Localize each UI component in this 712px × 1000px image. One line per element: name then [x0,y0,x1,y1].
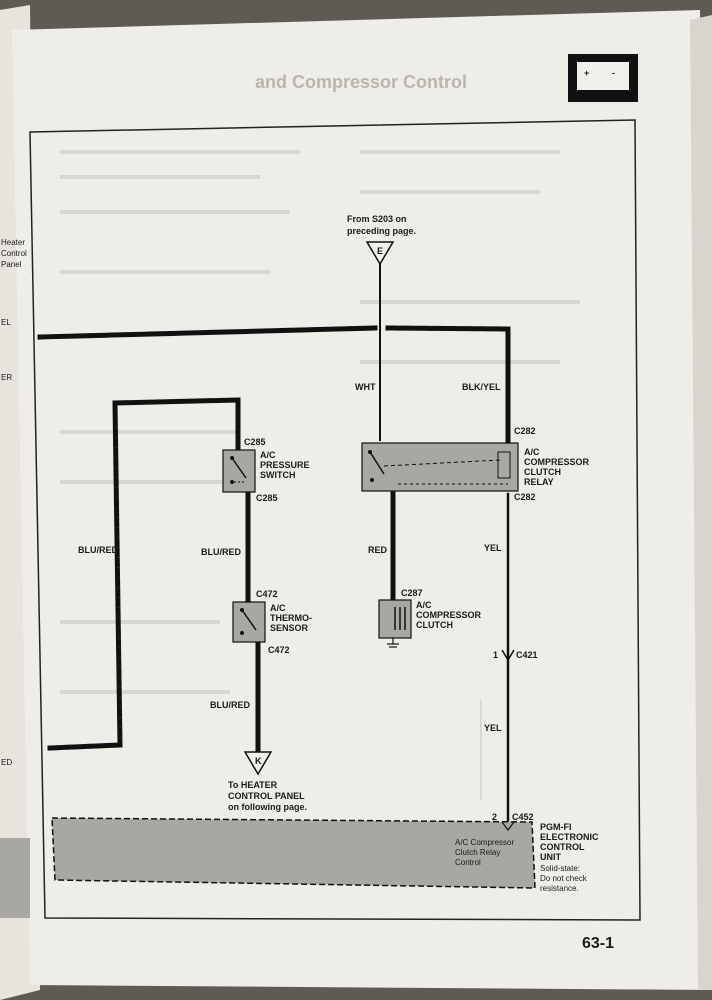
ecu-note-line1: Solid-state: [540,864,580,873]
margin-label-control: Control [1,249,27,258]
wire-label-yel-top: YEL [484,543,502,553]
thermosensor [232,601,266,643]
margin-label-er: ER [1,373,12,382]
margin-label-heater: Heater [1,238,25,247]
connector-c421-pin: 1 [493,650,498,660]
ecu-line4: UNIT [540,852,561,862]
ecu-inner-line3: Control [455,858,481,867]
margin-label-ed: ED [1,758,12,767]
page-sheet [12,10,712,990]
relay-line2: COMPRESSOR [524,457,590,467]
pressure-switch-line3: SWITCH [260,470,296,480]
diagram-border [29,119,641,921]
wire-label-wht: WHT [355,382,376,392]
relay-line4: RELAY [524,477,554,487]
battery-plus: + [584,68,589,78]
from-note-line1: From S203 on [347,214,407,224]
page-edge-right [690,15,712,990]
clutch-line2: COMPRESSOR [416,610,482,620]
clutch-line1: A/C [416,600,432,610]
connector-c472-top: C472 [256,589,278,599]
margin-label-panel: Panel [1,260,22,269]
pressure-switch-line1: A/C [260,450,276,460]
connector-k-label: K [255,756,262,766]
connector-c472-bottom: C472 [268,645,290,655]
thermosensor-line1: A/C [270,603,286,613]
clutch-relay [361,442,519,492]
battery-minus: - [612,68,615,78]
to-note-line1: To HEATER [228,780,278,790]
thermosensor-line3: SENSOR [270,623,309,633]
relay-line1: A/C [524,447,540,457]
wire-label-blu-red-left: BLU/RED [78,545,118,555]
left-margin: Heater Control Panel EL ER ED [0,238,30,918]
to-note-line3: on following page. [228,802,307,812]
ecu-note-line2: Do not check [540,874,588,883]
thermosensor-line2: THERMO- [270,613,312,623]
pressure-switch [222,449,256,493]
connector-c285-top: C285 [244,437,266,447]
page-header: and Compressor Control [255,72,467,92]
from-note-line2: preceding page. [347,226,416,236]
connector-k: K [243,751,273,776]
relay-line3: CLUTCH [524,467,561,477]
ecu-inner-line1: A/C Compressor [455,838,514,847]
connector-c421: C421 [516,650,538,660]
ecu-inner-line2: Clutch Relay [455,848,500,857]
clutch-line3: CLUTCH [416,620,453,630]
bleed-through [60,150,580,800]
ecu-line1: PGM-FI [540,822,572,832]
margin-shaded-block [0,838,30,918]
connector-c282-bottom: C282 [514,492,536,502]
connector-c452-pin: 2 [492,812,497,822]
to-note-line2: CONTROL PANEL [228,791,305,801]
connector-c285-bottom: C285 [256,493,278,503]
page-number: 63-1 [582,935,614,952]
pressure-switch-line2: PRESSURE [260,460,310,470]
ecu-box [51,817,536,889]
wire-label-yel-low: YEL [484,723,502,733]
margin-label-el: EL [1,318,11,327]
connector-c287: C287 [401,588,423,598]
ecu-note-line3: resistance. [540,884,579,893]
wire-label-blu-red-low: BLU/RED [210,700,250,710]
wires [37,261,511,824]
connector-e: E [365,241,395,266]
ecu-line3: CONTROL [540,842,585,852]
connector-c421-mark [501,649,515,662]
connector-c282-top: C282 [514,426,536,436]
wire-label-blu-red-mid: BLU/RED [201,547,241,557]
connector-e-label: E [377,246,383,256]
connector-c452: C452 [512,812,534,822]
compressor-clutch [378,599,412,648]
battery-icon: + - [568,54,638,102]
wire-label-blk-yel: BLK/YEL [462,382,501,392]
wire-label-red: RED [368,545,388,555]
ecu-line2: ELECTRONIC [540,832,599,842]
